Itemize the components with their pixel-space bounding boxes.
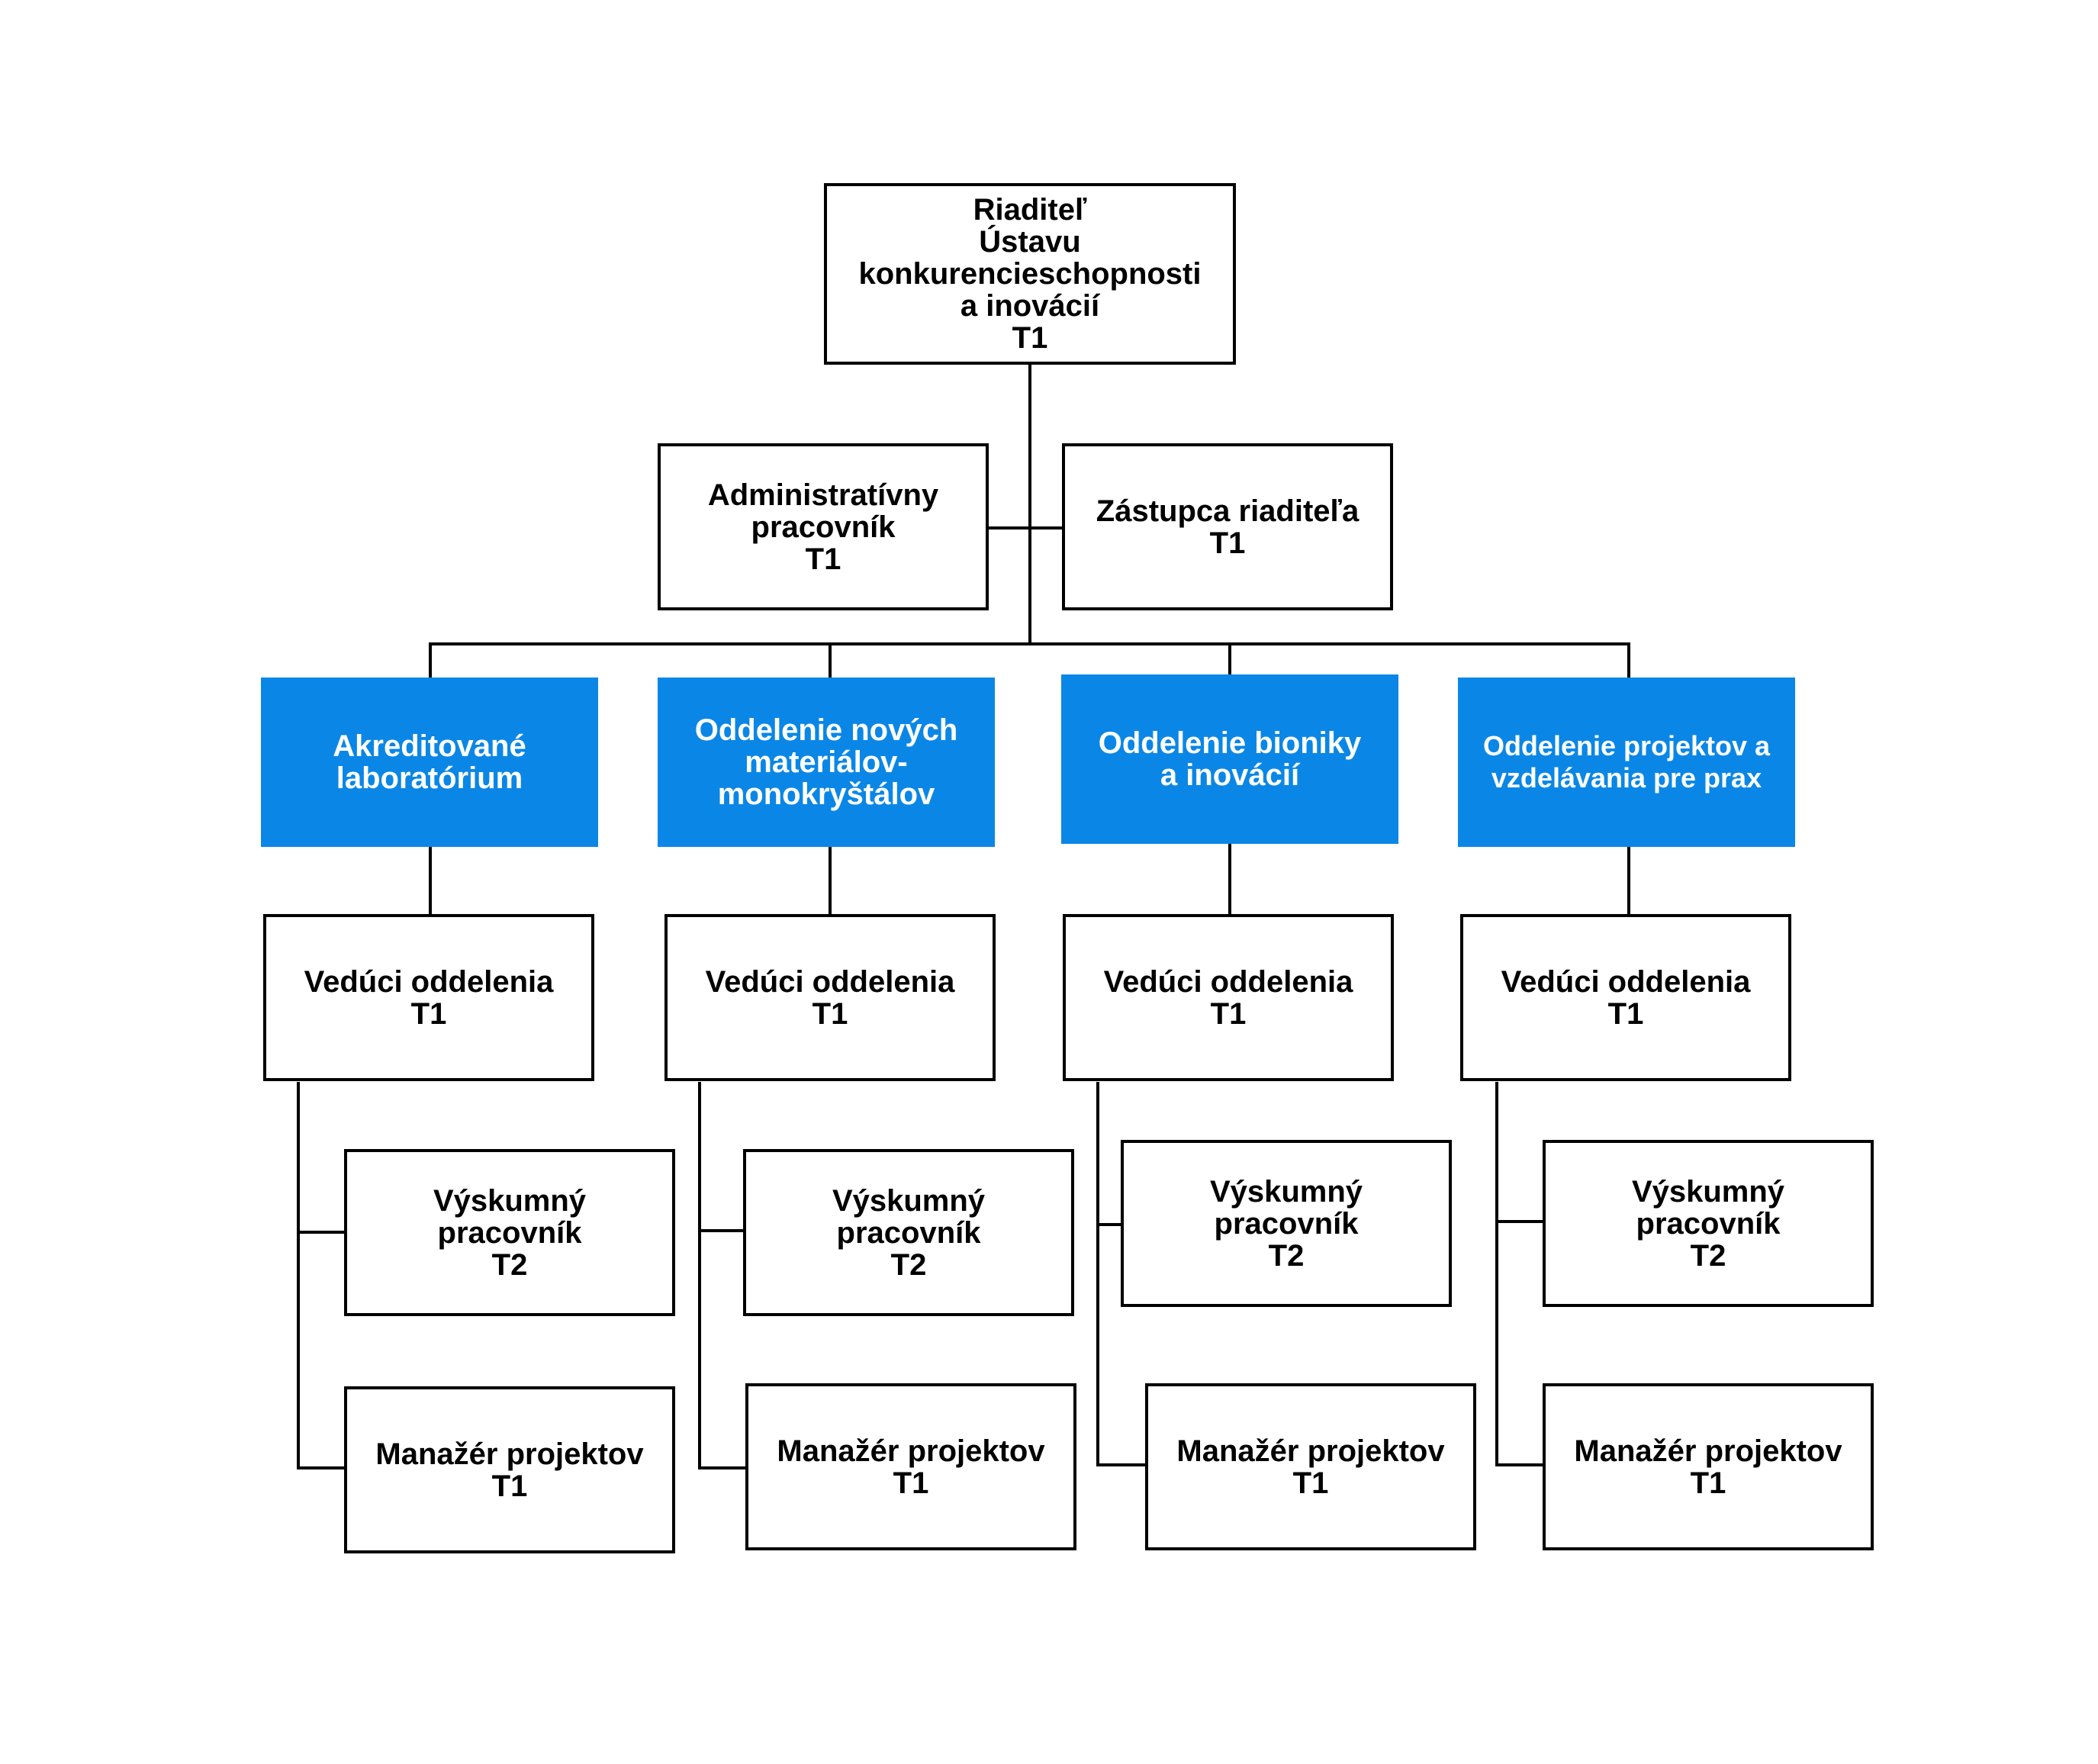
connector-col3-manager (1096, 1463, 1148, 1466)
connector-dept2-drop (829, 642, 832, 679)
researcher-box: Výskumný pracovník T2 (1543, 1140, 1874, 1307)
admin-box: Administratívny pracovník T1 (658, 443, 989, 610)
researcher-tier: T2 (890, 1247, 927, 1282)
deputy-title: Zástupca riaditeľa (1096, 494, 1360, 528)
department-head-tier: T1 (812, 996, 848, 1031)
researcher-tier: T2 (491, 1247, 528, 1282)
department-head-label: Vedúci oddelenia (1501, 964, 1751, 999)
department-head-tier: T1 (1210, 996, 1247, 1031)
project-manager-label: Manažér projektov (375, 1437, 644, 1471)
connector-col4-spine (1495, 1082, 1498, 1466)
director-title-line4: a inovácií (960, 289, 1100, 323)
department-projects-education: Oddelenie projektov a vzdelávania pre pr… (1458, 678, 1795, 847)
department-head-label: Vedúci oddelenia (705, 964, 955, 999)
department-head-box: Vedúci oddelenia T1 (263, 914, 594, 1081)
department-head-box: Vedúci oddelenia T1 (664, 914, 996, 1081)
admin-tier: T1 (805, 542, 841, 576)
project-manager-box: Manažér projektov T1 (1145, 1383, 1476, 1550)
department-label-line1: Oddelenie bioniky (1098, 726, 1362, 760)
department-head-tier: T1 (410, 996, 447, 1031)
connector-dept4-head (1627, 847, 1630, 916)
department-head-label: Vedúci oddelenia (304, 964, 554, 999)
department-head-box: Vedúci oddelenia T1 (1460, 914, 1791, 1081)
connector-col2-researcher (698, 1229, 744, 1232)
connector-col2-spine (698, 1082, 701, 1469)
department-label-line1: Oddelenie projektov a (1482, 730, 1771, 761)
connector-col4-manager (1495, 1463, 1546, 1466)
project-manager-tier: T1 (893, 1466, 929, 1500)
researcher-label-line1: Výskumný (1631, 1174, 1785, 1209)
project-manager-box: Manažér projektov T1 (344, 1386, 675, 1553)
director-title-line2: Ústavu (979, 225, 1081, 259)
department-head-tier: T1 (1607, 996, 1644, 1031)
project-manager-label: Manažér projektov (1574, 1434, 1842, 1468)
connector-department-bus (429, 642, 1630, 645)
project-manager-label: Manažér projektov (1176, 1434, 1445, 1468)
department-label-line1: Oddelenie nových (694, 713, 958, 747)
researcher-label-line1: Výskumný (433, 1183, 587, 1218)
connector-col1-manager (297, 1466, 347, 1469)
researcher-box: Výskumný pracovník T2 (344, 1149, 675, 1316)
department-bionics: Oddelenie bioniky a inovácií (1061, 674, 1398, 844)
connector-dept3-drop (1228, 642, 1231, 676)
admin-title-line1: Administratívny (707, 478, 939, 512)
project-manager-tier: T1 (491, 1469, 528, 1503)
department-label-line2: materiálov- (745, 745, 908, 779)
department-head-label: Vedúci oddelenia (1103, 964, 1353, 999)
researcher-box: Výskumný pracovník T2 (743, 1149, 1074, 1316)
connector-dept4-drop (1627, 642, 1630, 679)
connector-dept2-head (829, 847, 832, 916)
connector-col1-researcher (297, 1231, 347, 1234)
researcher-label-line2: pracovník (1636, 1206, 1781, 1241)
connector-col2-manager (698, 1466, 747, 1469)
researcher-tier: T2 (1690, 1238, 1726, 1273)
connector-director-trunk (1028, 363, 1031, 644)
department-head-box: Vedúci oddelenia T1 (1063, 914, 1394, 1081)
department-label-line2: laboratórium (336, 761, 523, 795)
researcher-label-line1: Výskumný (1209, 1174, 1363, 1209)
researcher-label-line2: pracovník (437, 1215, 582, 1250)
connector-dept1-head (429, 847, 432, 916)
department-label-line2: a inovácií (1160, 758, 1300, 792)
project-manager-box: Manažér projektov T1 (745, 1383, 1076, 1550)
deputy-box: Zástupca riaditeľa T1 (1062, 443, 1393, 610)
director-box: Riaditeľ Ústavu konkurencieschopnosti a … (824, 183, 1236, 365)
department-label-line2: vzdelávania pre prax (1491, 762, 1762, 793)
department-new-materials: Oddelenie nových materiálov- monokryštál… (658, 678, 995, 847)
researcher-label-line2: pracovník (836, 1215, 981, 1250)
director-title-line3: konkurencieschopnosti (858, 257, 1202, 291)
admin-title-line2: pracovník (751, 510, 896, 544)
department-label-line1: Akreditované (333, 729, 526, 763)
department-accredited-lab: Akreditované laboratórium (261, 678, 598, 847)
researcher-tier: T2 (1268, 1238, 1305, 1273)
project-manager-box: Manažér projektov T1 (1543, 1383, 1874, 1550)
deputy-tier: T1 (1209, 526, 1246, 560)
project-manager-tier: T1 (1292, 1466, 1329, 1500)
connector-admin-deputy (986, 526, 1064, 530)
director-tier: T1 (1012, 321, 1048, 355)
project-manager-label: Manažér projektov (777, 1434, 1045, 1468)
researcher-box: Výskumný pracovník T2 (1121, 1140, 1452, 1307)
project-manager-tier: T1 (1690, 1466, 1726, 1500)
connector-col3-researcher (1096, 1223, 1122, 1226)
department-label-line3: monokryštálov (717, 777, 935, 811)
director-title-line1: Riaditeľ (973, 193, 1087, 227)
researcher-label-line2: pracovník (1214, 1206, 1359, 1241)
connector-dept1-drop (429, 642, 432, 679)
connector-col4-researcher (1495, 1220, 1546, 1223)
researcher-label-line1: Výskumný (832, 1183, 986, 1218)
connector-dept3-head (1228, 844, 1231, 916)
connector-col3-spine (1096, 1082, 1099, 1466)
connector-col1-spine (297, 1082, 300, 1469)
